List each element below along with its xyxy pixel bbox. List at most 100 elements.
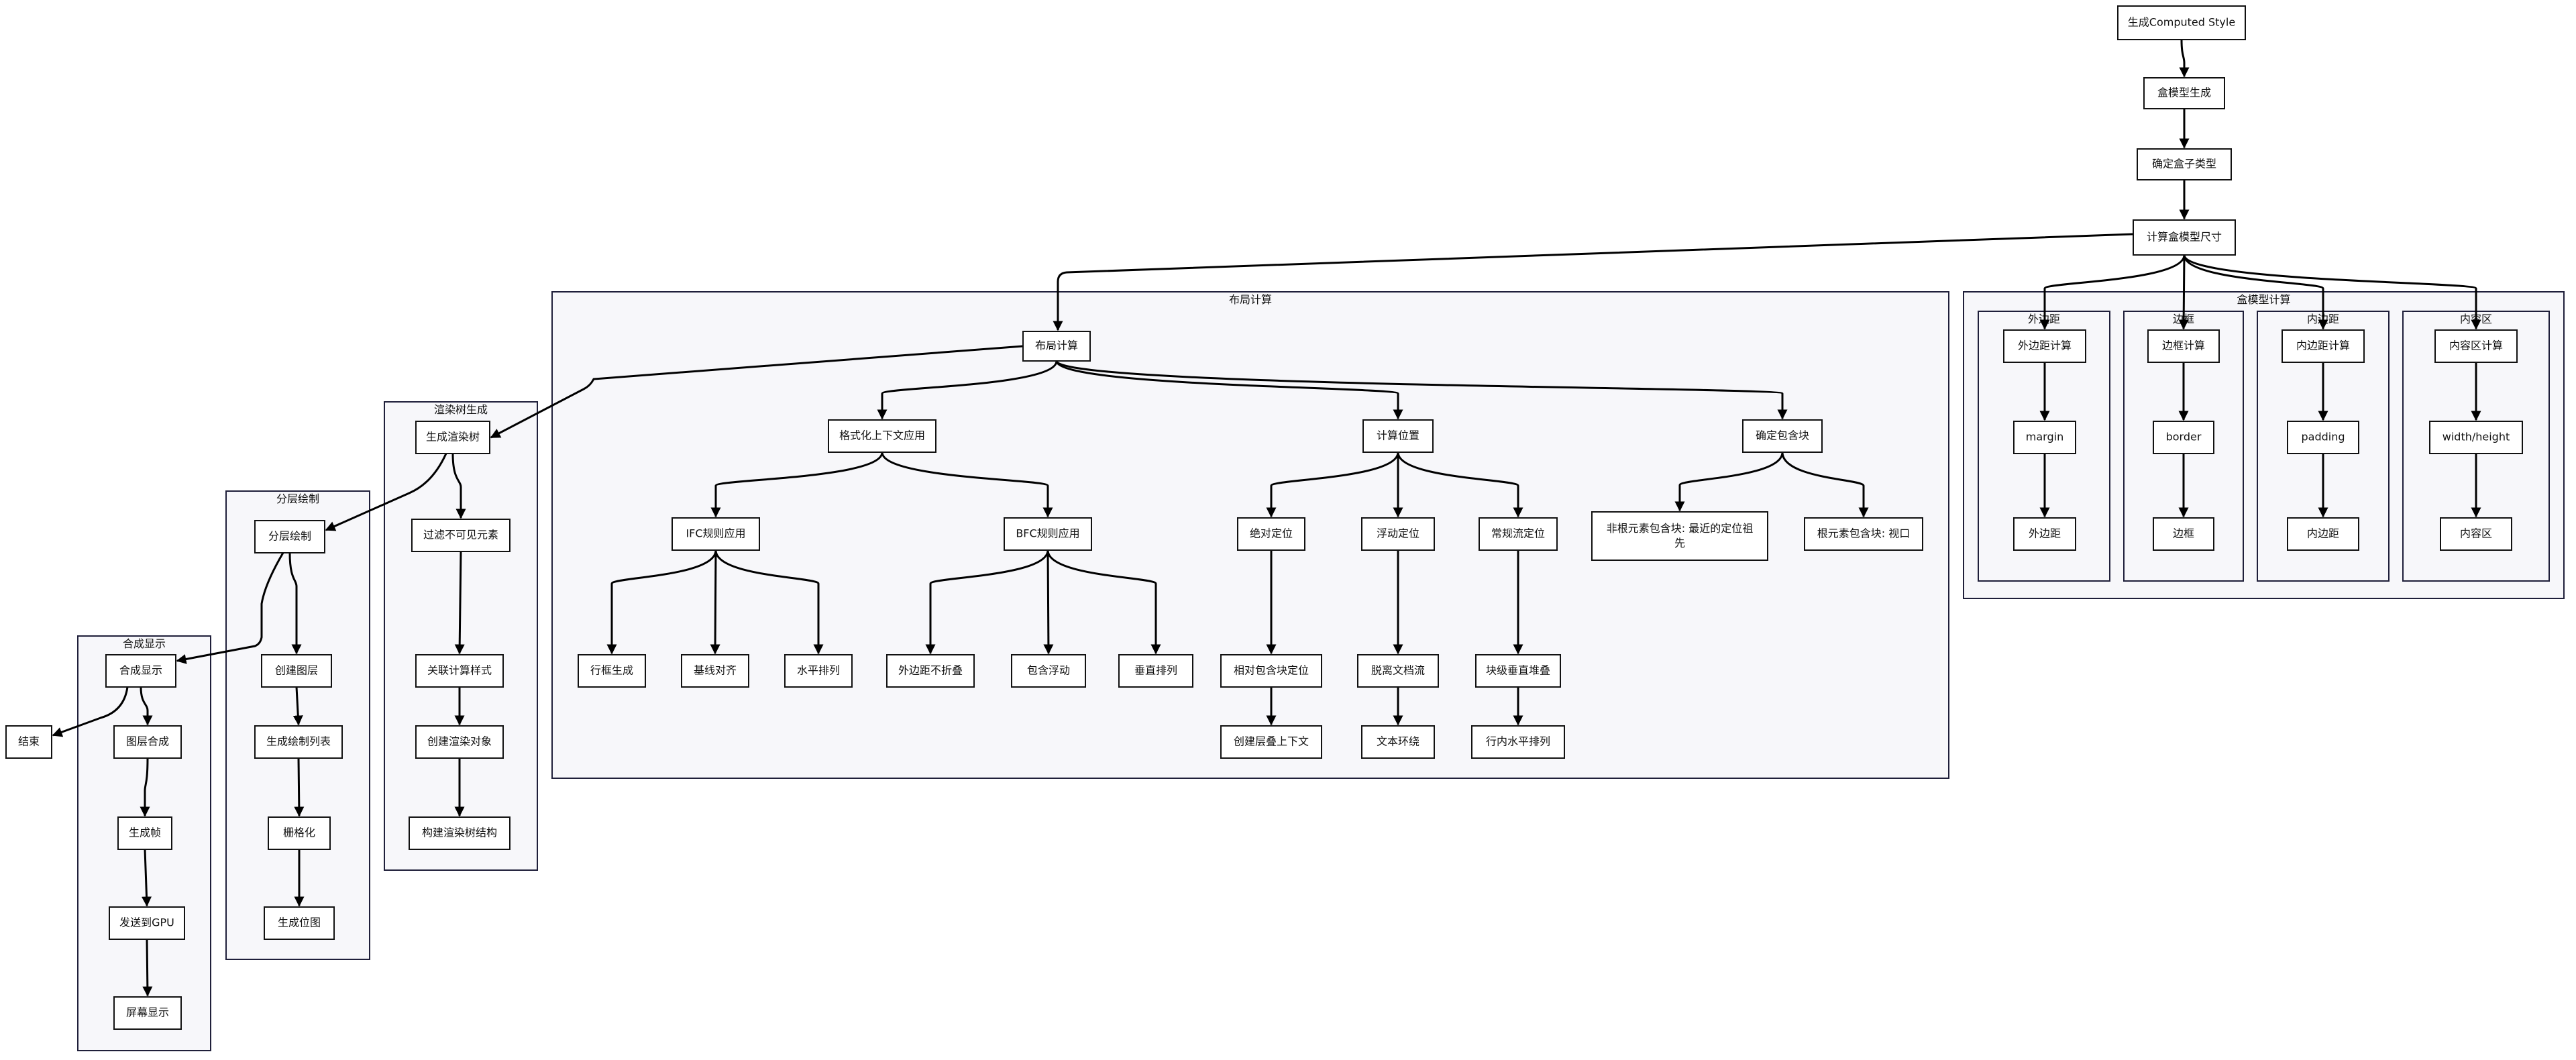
node-create-render-obj: 创建渲染对象 [415, 725, 504, 759]
node-box [113, 996, 182, 1030]
edge-calc_pos-to-normal_flow [1397, 452, 1523, 518]
node-label: 图层合成 [126, 735, 169, 748]
node-box [2440, 517, 2512, 551]
node-label: 创建图层 [275, 664, 318, 677]
subgraph-frame [384, 401, 538, 871]
node-label: 边框计算 [2162, 339, 2205, 352]
node-box [1004, 517, 1092, 551]
node-build-tree: 构建渲染树结构 [409, 816, 511, 850]
node-label: 屏幕显示 [126, 1006, 169, 1019]
node-box [415, 654, 504, 688]
node-paint-list: 生成绘制列表 [254, 725, 343, 759]
node-horiz: 水平排列 [784, 654, 853, 688]
node-label: 行框生成 [590, 664, 633, 677]
node-box [415, 725, 504, 759]
node-label: 文本环绕 [1377, 735, 1419, 748]
node-filter-invisible: 过滤不可见元素 [411, 519, 511, 552]
node-label: 过滤不可见元素 [423, 529, 498, 541]
node-label: 根元素包含块: 视口 [1817, 527, 1910, 540]
node-text-wrap: 文本环绕 [1361, 725, 1435, 759]
node-padding-calc: 内边距计算 [2282, 329, 2365, 363]
node-box [2137, 148, 2232, 180]
node-box [1362, 419, 1434, 453]
node-box [578, 654, 646, 688]
node-baseline: 基线对齐 [681, 654, 749, 688]
edge-bfc-to-vertical [1046, 549, 1161, 655]
edge-fmt_ctx-to-ifc [710, 452, 883, 518]
edge-box_size-to-content_calc [2183, 254, 2481, 330]
node-label: 盒模型生成 [2157, 87, 2211, 99]
subgraph-title: 盒模型计算 [2237, 293, 2290, 306]
edge-contain_block-to-root_contain [1781, 452, 1869, 518]
node-box [254, 725, 343, 759]
node-box [1361, 517, 1435, 551]
node-box [1237, 517, 1305, 551]
node-label: 垂直排列 [1134, 664, 1177, 677]
node-label: 合成显示 [119, 664, 162, 677]
edge-calc_pos-to-abs_pos [1266, 452, 1399, 518]
node-label: 布局计算 [1035, 339, 1078, 352]
node-box [2003, 329, 2086, 363]
node-padding: padding [2287, 421, 2359, 454]
edge-layout_calc-to-fmt_ctx [877, 360, 1058, 420]
edge-layout_calc-to-calc_pos [1055, 360, 1403, 420]
node-box [886, 654, 975, 688]
node-box [1011, 654, 1086, 688]
node-assoc-style: 关联计算样式 [415, 654, 504, 688]
node-label: 生成渲染树 [426, 431, 480, 443]
node-wh: width/height [2429, 421, 2523, 454]
node-box [784, 654, 853, 688]
node-box [2287, 517, 2359, 551]
node-box [1220, 725, 1322, 759]
node-box [1742, 419, 1823, 453]
node-border-out: 边框 [2153, 517, 2214, 551]
edge-gen_frame-to-send_gpu [142, 849, 152, 907]
node-contain-block: 确定包含块 [1742, 419, 1823, 453]
node-inline-horiz: 行内水平排列 [1471, 725, 1565, 759]
node-label: 包含浮动 [1027, 664, 1070, 677]
node-box [105, 654, 176, 688]
edge-ifc-to-line_box [606, 549, 717, 655]
edge-layout_calc-to-gen_render_tree [490, 345, 1024, 439]
node-label: 结束 [18, 735, 40, 748]
node-label: border [2166, 431, 2202, 443]
node-label: 内容区 [2460, 527, 2492, 540]
edge-layer_comp-to-gen_frame [140, 757, 150, 817]
node-label: 构建渲染树结构 [422, 827, 497, 839]
node-content-calc: 内容区计算 [2434, 329, 2518, 363]
node-box [2013, 517, 2076, 551]
node-label: 内边距计算 [2296, 339, 2350, 352]
node-normal-flow: 常规流定位 [1479, 517, 1558, 551]
node-box [113, 725, 182, 759]
node-label: 栅格化 [283, 827, 315, 839]
node-box [1022, 331, 1091, 362]
node-box [1475, 654, 1561, 688]
node-box [2287, 421, 2359, 454]
node-label: 常规流定位 [1491, 527, 1545, 540]
node-label: 格式化上下文应用 [839, 429, 925, 442]
node-box [1220, 654, 1322, 688]
node-fmt-ctx: 格式化上下文应用 [828, 419, 936, 453]
node-float-pos: 浮动定位 [1361, 517, 1435, 551]
node-stack-ctx: 创建层叠上下文 [1220, 725, 1322, 759]
node-label: 发送到GPU [119, 916, 174, 929]
node-box [1591, 511, 1768, 561]
node-line-box: 行框生成 [578, 654, 646, 688]
node-label: padding [2301, 431, 2345, 443]
node-send-gpu: 发送到GPU [109, 906, 185, 940]
node-label: 确定盒子类型 [2152, 158, 2216, 170]
node-padding-out: 内边距 [2287, 517, 2359, 551]
node-box [672, 517, 760, 551]
node-box [1479, 517, 1558, 551]
node-label: 相对包含块定位 [1234, 664, 1309, 677]
node-box [2147, 329, 2220, 363]
node-box [2013, 421, 2076, 454]
node-bfc: BFC规则应用 [1004, 517, 1092, 551]
node-label: 绝对定位 [1250, 527, 1293, 540]
node-box [2117, 5, 2246, 40]
edge-layout_calc-to-contain_block [1055, 360, 1788, 420]
node-content-out: 内容区 [2440, 517, 2512, 551]
node-label: 脱离文档流 [1371, 664, 1425, 677]
node-box [117, 816, 172, 850]
node-create-layer: 创建图层 [261, 654, 332, 688]
